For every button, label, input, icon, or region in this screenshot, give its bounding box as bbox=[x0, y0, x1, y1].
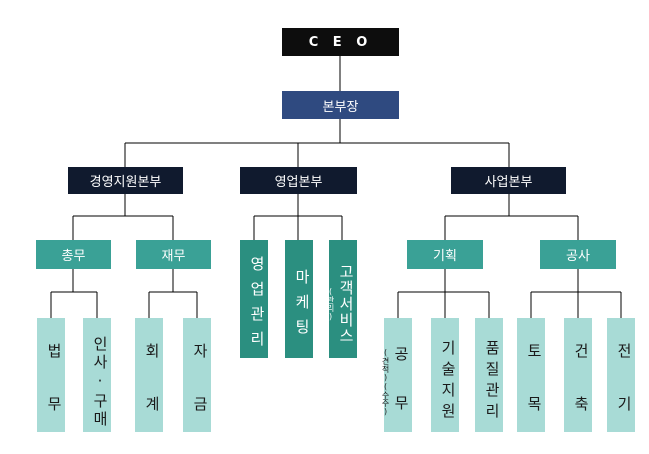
division-management-support: 경영지원본부 bbox=[68, 167, 183, 194]
vp-box: 본부장 bbox=[282, 91, 399, 119]
unit-legal: 법 무 bbox=[37, 318, 65, 432]
unit-label: 전 기 bbox=[615, 343, 633, 421]
unit-public-works: 공 무 (견적)(수주) bbox=[381, 318, 412, 432]
unit-electrical: 전 기 bbox=[607, 318, 635, 432]
unit-civil: 토 목 bbox=[517, 318, 545, 432]
unit-marketing: 마케팅 bbox=[285, 240, 313, 358]
unit-label: 회 계 bbox=[143, 343, 161, 421]
unit-note: (관리) bbox=[326, 287, 335, 321]
unit-architecture: 건 축 bbox=[564, 318, 592, 432]
unit-accounting: 회 계 bbox=[135, 318, 163, 432]
unit-label: 건 축 bbox=[572, 343, 590, 421]
division-business: 사업본부 bbox=[451, 167, 566, 194]
unit-label: 법 무 bbox=[45, 343, 63, 421]
unit-quality-management: 품질관리 bbox=[475, 318, 503, 432]
unit-hr-purchasing: 인사·구매 bbox=[83, 318, 111, 432]
unit-funds: 자 금 bbox=[183, 318, 211, 432]
unit-label: 고객서비스 bbox=[337, 264, 355, 344]
unit-label: 영업관리 bbox=[248, 256, 266, 356]
team-construction: 공사 bbox=[540, 240, 616, 269]
unit-label: 품질관리 bbox=[483, 340, 501, 424]
unit-label: 토 목 bbox=[525, 343, 543, 421]
unit-label: 기술지원 bbox=[439, 340, 457, 424]
unit-label: 공 무 bbox=[392, 346, 410, 418]
division-sales: 영업본부 bbox=[240, 167, 357, 194]
team-planning: 기획 bbox=[407, 240, 483, 269]
unit-label: 인사·구매 bbox=[91, 335, 109, 429]
unit-label: 마케팅 bbox=[293, 268, 311, 344]
unit-sales-management: 영업관리 bbox=[240, 240, 268, 358]
connector-lines bbox=[50, 56, 622, 318]
ceo-box: C E O bbox=[282, 28, 399, 56]
team-general-affairs: 총무 bbox=[36, 240, 111, 269]
unit-customer-service: 고객서비스 (관리) bbox=[326, 240, 357, 358]
unit-note: (견적)(수주) bbox=[381, 348, 390, 416]
unit-tech-support: 기술지원 bbox=[431, 318, 459, 432]
team-finance: 재무 bbox=[136, 240, 211, 269]
unit-label: 자 금 bbox=[191, 343, 209, 421]
